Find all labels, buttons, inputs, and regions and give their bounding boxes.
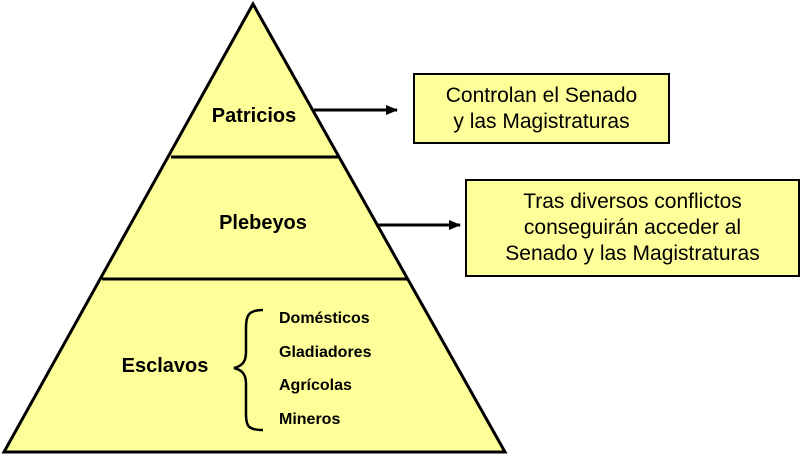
note-patricios-line-2: y las Magistraturas bbox=[453, 109, 630, 133]
tier-label-esclavos: Esclavos bbox=[122, 355, 209, 377]
subtype-domesticos: Domésticos bbox=[279, 310, 370, 327]
note-box-plebeyos: Tras diversos conflictos conseguirán acc… bbox=[465, 179, 800, 277]
note-plebeyos-line-3: Senado y las Magistraturas bbox=[505, 242, 760, 265]
tier-label-patricios: Patricios bbox=[212, 105, 296, 127]
tier-label-plebeyos: Plebeyos bbox=[219, 212, 307, 234]
subtype-gladiadores: Gladiadores bbox=[279, 344, 372, 361]
note-plebeyos-line-1: Tras diversos conflictos bbox=[523, 190, 742, 213]
note-box-patricios: Controlan el Senado y las Magistraturas bbox=[413, 73, 670, 144]
note-plebeyos-line-2: conseguirán acceder al bbox=[523, 216, 742, 239]
subtype-agricolas: Agrícolas bbox=[279, 377, 352, 394]
pyramid-shape bbox=[1, 0, 508, 454]
subtype-mineros: Mineros bbox=[279, 411, 340, 428]
note-patricios-line-1: Controlan el Senado bbox=[445, 83, 638, 107]
curly-brace bbox=[233, 308, 264, 432]
